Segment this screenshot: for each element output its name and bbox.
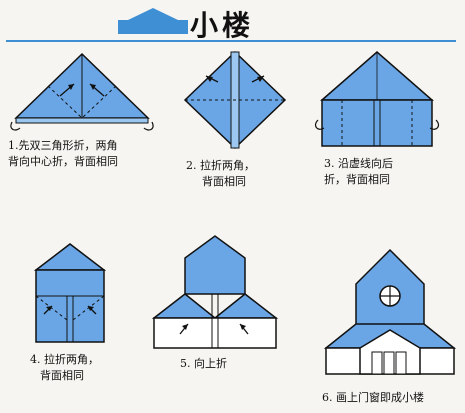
page-title: 小楼 — [190, 9, 255, 42]
step-4-diagram — [33, 243, 107, 343]
step-1-caption-line2: 背向中心折，背面相同 — [8, 155, 118, 168]
step-5-diagram — [151, 235, 279, 349]
step-2-diagram — [183, 50, 287, 150]
step-3-caption-line1: 3. 沿虚线向后 — [324, 157, 393, 170]
step-6-caption: 6. 画上门窗即成小楼 — [322, 390, 424, 406]
header: 小楼 — [0, 0, 465, 42]
step-2-caption-line1: 2. 拉折两角， — [186, 159, 255, 172]
step-5-caption: 5. 向上折 — [180, 356, 227, 372]
step-1-caption: 1.先双三角形折，两角 背向中心折，背面相同 — [8, 138, 118, 170]
step-3-caption: 3. 沿虚线向后 折，背面相同 — [324, 156, 393, 188]
step-4-caption-line2: 背面相同 — [40, 369, 84, 382]
step-6-caption-line1: 6. 画上门窗即成小楼 — [322, 391, 424, 404]
house-title-icon — [118, 8, 188, 34]
step-2-caption: 2. 拉折两角， 背面相同 — [186, 158, 255, 190]
step-2-caption-line2: 背面相同 — [202, 175, 246, 188]
step-4-caption: 4. 拉折两角， 背面相同 — [30, 352, 99, 384]
step-1-caption-line1: 1.先双三角形折，两角 — [8, 139, 118, 152]
step-6-diagram — [323, 248, 457, 375]
title-divider — [6, 40, 456, 42]
step-1-diagram — [10, 52, 154, 131]
step-5-caption-line1: 5. 向上折 — [180, 357, 227, 370]
step-3-caption-line2: 折，背面相同 — [324, 173, 390, 186]
step-3-diagram — [314, 51, 440, 147]
step-4-caption-line1: 4. 拉折两角， — [30, 353, 99, 366]
